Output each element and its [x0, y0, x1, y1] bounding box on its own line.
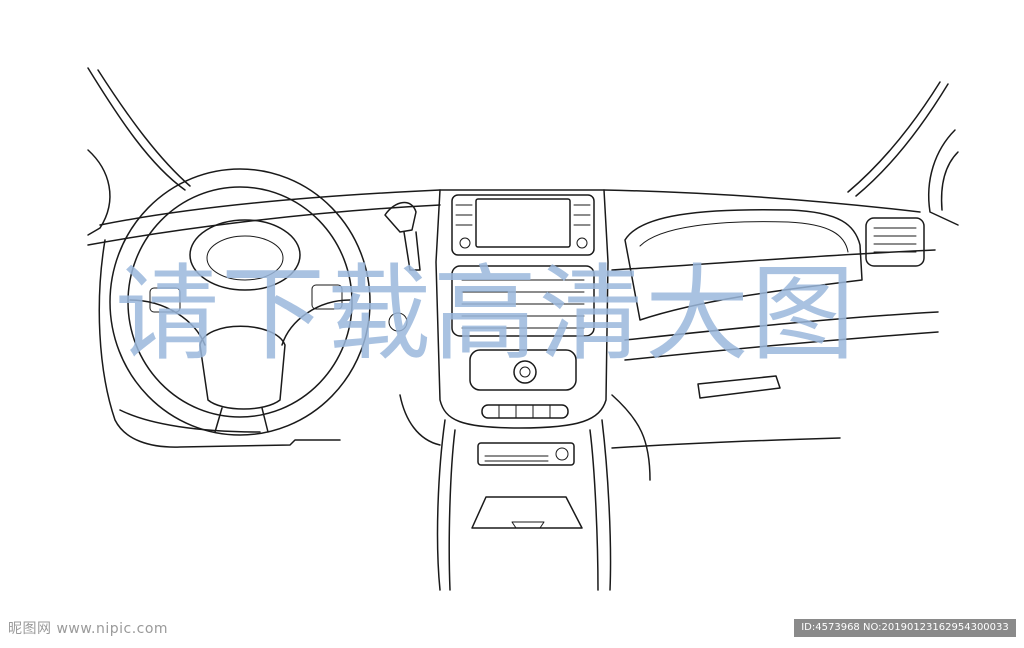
glovebox-handle: [697, 375, 781, 399]
cup-tray-handle: [511, 521, 545, 529]
left-a-pillar-inner: [97, 69, 191, 187]
climate-panel: [469, 349, 577, 391]
steering-wheel-outer: [109, 168, 371, 436]
passenger-dash-panel: [624, 208, 863, 321]
passenger-dash-crease-2: [624, 311, 939, 341]
lower-console-right: [589, 429, 599, 591]
knob-left: [459, 237, 471, 249]
lower-console-left-2: [436, 419, 446, 591]
steering-small-button: [388, 312, 408, 332]
climate-knob: [513, 360, 537, 384]
dashboard-left-lower: [119, 409, 261, 433]
left-knee-panel: [399, 394, 441, 446]
image-id-banner: ID:4573968 NO:20190123162954300033: [794, 619, 1016, 637]
steering-wheel-inner: [127, 186, 353, 418]
cup-tray: [471, 496, 583, 529]
dashboard-top-edge: [99, 189, 441, 226]
right-a-pillar: [847, 81, 941, 193]
hazard-button-dividers: [498, 404, 551, 419]
lower-console-right-2: [601, 419, 612, 591]
steering-spoke-bottom: [214, 407, 269, 433]
right-a-pillar-inner: [855, 83, 949, 197]
knob-right: [576, 237, 588, 249]
passenger-lower-edge: [611, 437, 841, 449]
instrument-cluster-inner: [206, 235, 284, 281]
left-a-pillar: [87, 67, 186, 191]
steering-right-buttons: [311, 284, 343, 310]
dashboard-left-body: [98, 239, 341, 448]
climate-knob-inner: [519, 366, 531, 378]
infotainment-screen: [475, 198, 571, 248]
radio-knob: [555, 447, 569, 461]
lower-console-left: [448, 429, 456, 591]
radio-buttons: [484, 455, 549, 462]
steering-left-buttons: [149, 287, 181, 313]
side-air-vent: [865, 217, 925, 267]
instrument-cluster: [189, 219, 301, 291]
screen-side-buttons-right: [573, 204, 591, 226]
wiper-stalk: [384, 201, 417, 233]
watermark-text: 请下载高清大图: [115, 253, 858, 375]
dashboard-top-edge-right: [603, 189, 921, 213]
right-door-trim: [928, 129, 959, 226]
center-vent-slats: [461, 279, 585, 329]
screen-side-buttons-left: [455, 204, 473, 226]
dashboard-top-edge-2: [87, 204, 441, 246]
passenger-dash-crease-3: [624, 331, 939, 361]
center-air-vents: [451, 265, 595, 337]
passenger-dash-inner: [639, 221, 849, 253]
left-door-trim: [87, 149, 111, 236]
steering-spoke-left: [129, 299, 206, 346]
passenger-lower-curve: [611, 394, 651, 481]
site-logo: 昵图网 www.nipic.com: [8, 621, 169, 637]
steering-spoke-right: [281, 299, 351, 346]
hazard-button-row: [481, 404, 569, 419]
center-stack-outline: [435, 189, 609, 429]
side-vent-slats: [873, 227, 917, 253]
steering-hub: [199, 325, 286, 410]
radio-panel: [477, 442, 575, 466]
right-door-trim-2: [940, 151, 959, 211]
stalk-shaft: [403, 231, 421, 271]
infotainment-bezel: [451, 194, 595, 256]
